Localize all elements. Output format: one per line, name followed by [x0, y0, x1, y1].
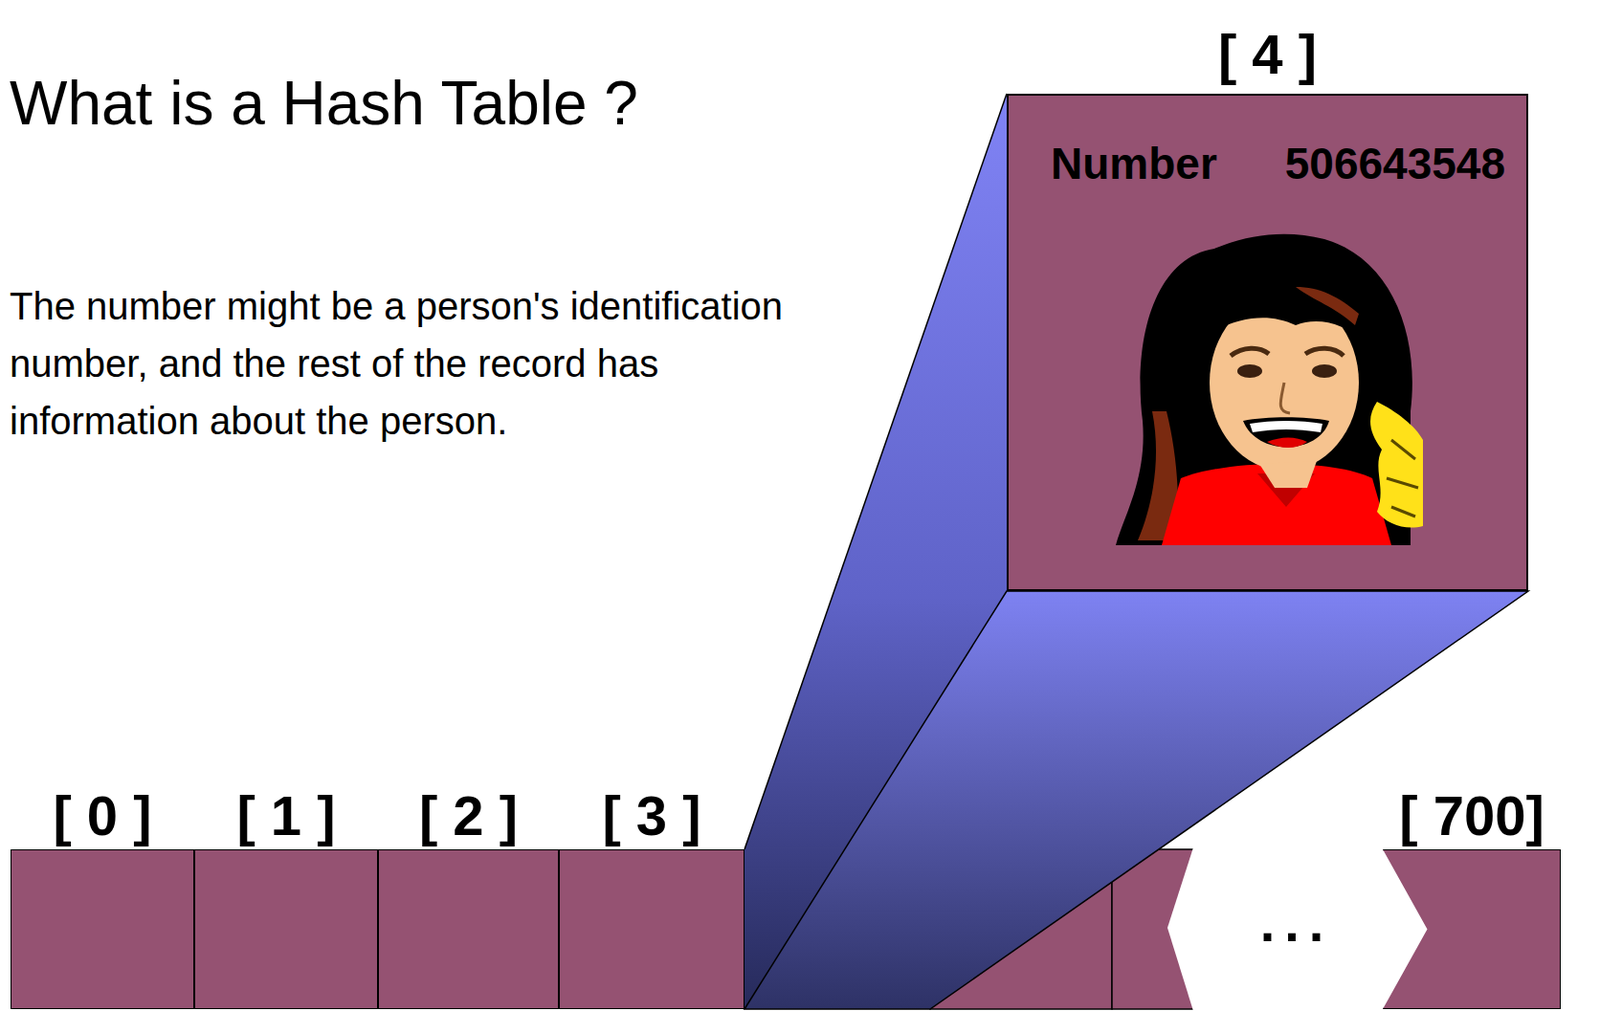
index-label: [ 4 ]	[1006, 15, 1529, 94]
flower	[1370, 401, 1423, 529]
record-box: Number 506643548	[1006, 93, 1529, 592]
array-cell: [ 2 ]	[377, 782, 559, 1010]
slide-title: What is a Hash Table ?	[9, 66, 639, 140]
ellipsis: ...	[1177, 889, 1417, 957]
nose	[1280, 382, 1290, 414]
index-label: [ 1 ]	[194, 782, 378, 850]
index-label: [ 700]	[1382, 782, 1561, 850]
teeth	[1249, 421, 1323, 433]
flower-lines	[1386, 440, 1419, 517]
mouth	[1243, 417, 1330, 447]
record-row: Number 506643548	[1008, 95, 1527, 190]
cell-body	[377, 849, 559, 1010]
eye	[1237, 364, 1263, 378]
eye	[1311, 364, 1337, 378]
array-cell: [ 1 ]	[194, 782, 378, 1010]
neck	[1259, 461, 1317, 489]
zoom-edge	[744, 93, 1007, 850]
cell-body	[10, 849, 195, 1010]
cell-body	[558, 849, 745, 1010]
zoomed-record: [ 4 ] Number 506643548	[1006, 15, 1529, 592]
index-label: [ 0 ]	[10, 782, 195, 850]
cell-body	[194, 849, 378, 1010]
eyebrows	[1230, 348, 1344, 356]
hair	[1115, 234, 1413, 546]
bang-highlight	[1295, 287, 1359, 326]
array-cell: [ 0 ]	[10, 782, 195, 1010]
array-break	[1167, 847, 1428, 1011]
bangs	[1204, 260, 1365, 345]
field-value: 506643548	[1285, 137, 1506, 190]
index-label: [ 3 ]	[558, 782, 745, 850]
array-cell: [ 700]	[1382, 782, 1561, 1010]
array-cell: [ 3 ]	[558, 782, 745, 1010]
field-name: Number	[1050, 137, 1218, 190]
tongue	[1266, 438, 1308, 449]
index-label: [ 2 ]	[377, 782, 559, 850]
cell-body	[1382, 849, 1561, 1010]
body-text: The number might be a person's identific…	[9, 277, 823, 450]
